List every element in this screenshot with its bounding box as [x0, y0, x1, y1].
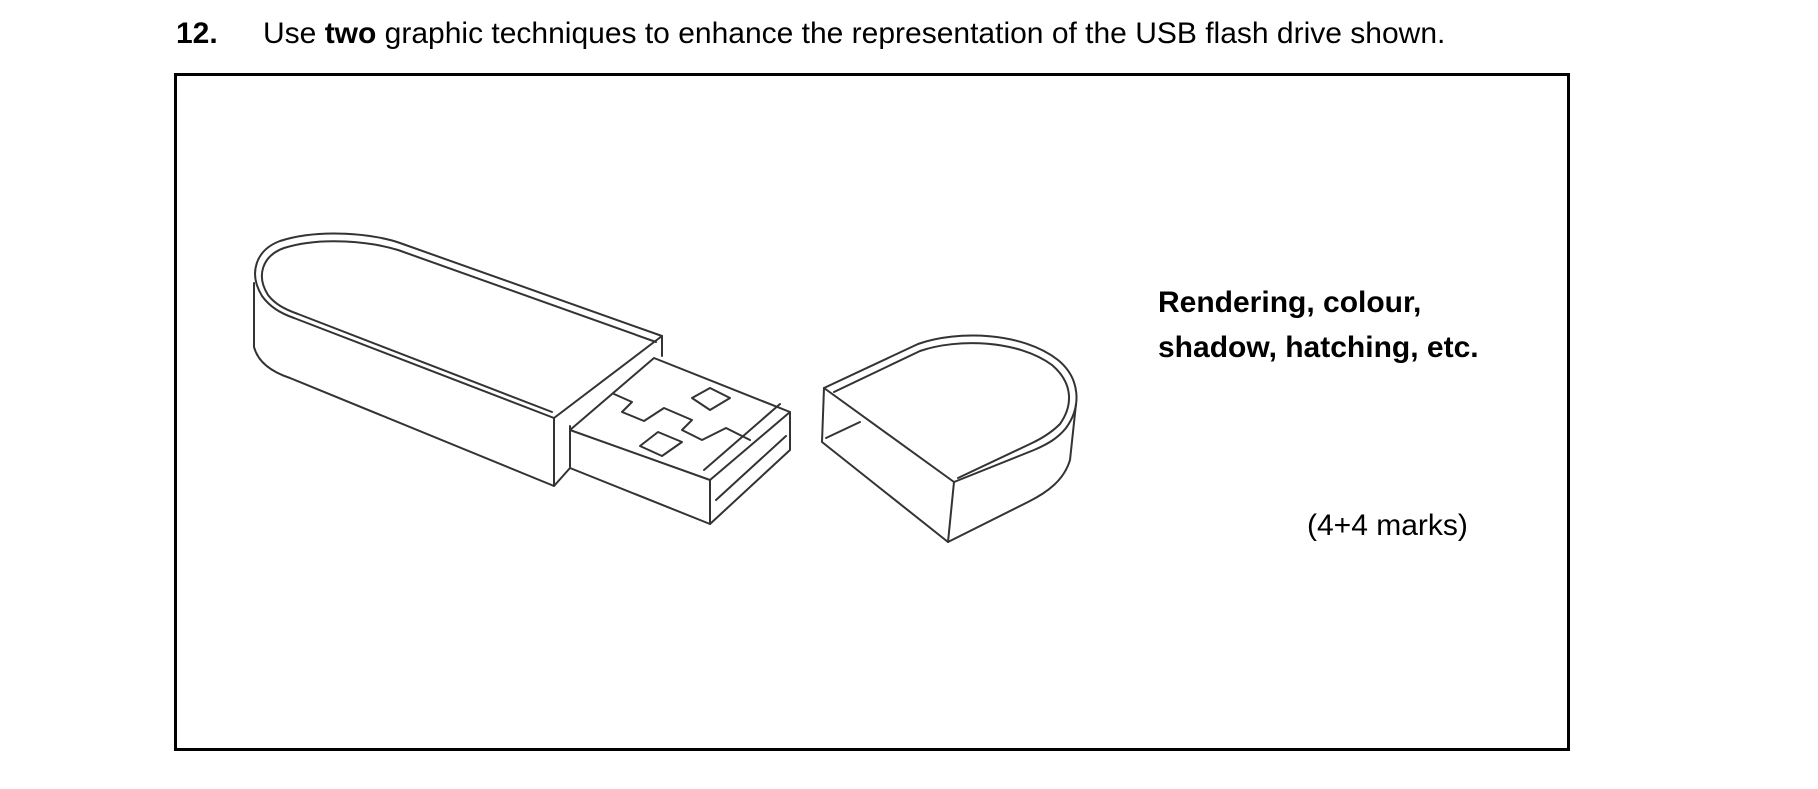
answer-box	[174, 73, 1570, 751]
usb-connector	[569, 357, 791, 525]
answer-line-2: shadow, hatching, etc.	[1158, 331, 1479, 364]
answer-line-1: Rendering, colour,	[1158, 286, 1422, 319]
question-text: Use two graphic techniques to enhance th…	[263, 14, 1445, 54]
usb-cap	[821, 334, 1078, 543]
question-emphasis: two	[324, 17, 377, 50]
marks-allocation: (4+4 marks)	[1307, 509, 1468, 542]
usb-body	[253, 232, 663, 487]
question-number: 12.	[176, 17, 218, 50]
question-text-start: Use	[263, 17, 325, 50]
question-text-end: graphic techniques to enhance the repres…	[376, 17, 1446, 50]
answer-text: Rendering, colour, shadow, hatching, etc…	[1158, 280, 1479, 370]
